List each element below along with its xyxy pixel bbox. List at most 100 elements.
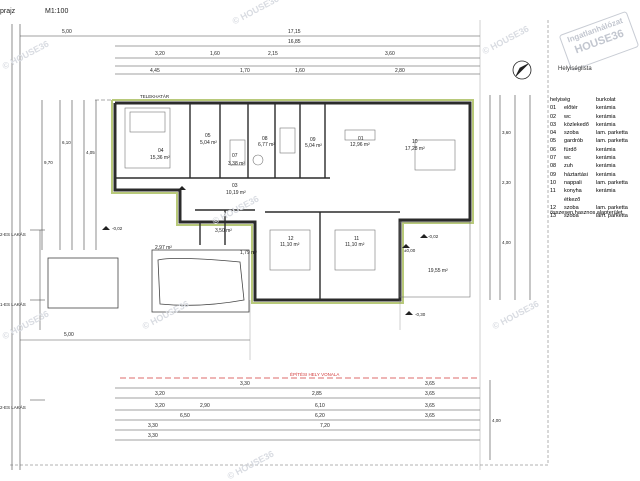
dim-bot-2b: 2,85 [312,391,322,397]
legend-row-name: háztartási [564,171,588,178]
level-mark-3: -0,30 [415,312,426,317]
terrace-area: 19,55 m² [428,268,448,274]
dim-top-4b: 1,70 [240,68,250,74]
page-border [10,20,549,466]
dim-bot-5b: 7,20 [320,423,330,429]
dim-bot-1b: 3,65 [425,381,435,387]
legend-row-name: szoba [564,130,579,137]
level-mark-4: -0,02 [112,226,123,231]
dim-top-3d: 3,60 [385,51,395,57]
legend-row-floor: lam. parketta [596,179,628,186]
level-mark-2: -0,02 [428,234,439,239]
furniture [124,107,456,271]
level-mark-1: ±0,00 [404,248,416,253]
parking-label-2: 1-ES LAKÁS [0,302,26,307]
dim-top-4d: 2,80 [395,68,405,74]
room-03-no: 03 [232,183,238,189]
drawing-scale: M1:100 [45,8,69,15]
dim-bot-3b: 2,90 [200,403,210,409]
legend-row-number: 07 [550,155,557,162]
legend-summary: összesen hasznos alapterület [550,210,623,216]
legend-row-name: wc [564,113,571,120]
room-07-no: 07 [232,153,238,159]
legend-row-floor: kerámia [596,105,616,112]
level-markers [102,186,428,315]
building-line-label: ÉPÍTÉSI HELY VONALA [290,372,340,377]
dim-bot-4b: 6,20 [315,413,325,419]
room-07-area: 3,38 m² [228,161,245,167]
dim-bot-4c: 3,65 [425,413,435,419]
dim-bot-3a: 3,20 [155,403,165,409]
north-arrow [512,60,532,80]
room-05-area: 5,04 m² [200,140,217,146]
room-09-no: 09 [310,137,316,143]
legend-row-name: zuh [564,163,573,170]
dim-top-3c: 2,15 [268,51,278,57]
legend-header: helyiség burkolat [550,96,638,104]
legend-row-number: 06 [550,146,557,153]
legend-row-name: szoba [564,204,579,211]
dim-left-2: 6,10 [62,140,71,145]
room-11-no: 11 [354,236,360,242]
legend-row-number: 01 [550,105,557,112]
parking-label-3: 2-ES LAKÁS [0,405,26,410]
legend-title: Helyiséglista [558,66,592,72]
legend-row-number: 10 [550,179,557,186]
terrace [399,221,471,298]
room-04-area: 15,36 m² [150,155,170,161]
dim-bot-4a: 6,50 [180,413,190,419]
room-12-no: 12 [288,236,294,242]
legend-row-floor: lam. parketta [596,138,628,145]
dim-bot-3d: 3,65 [425,403,435,409]
dim-bot-6a: 3,30 [148,433,158,439]
legend-row-floor: kerámia [596,146,616,153]
legend-row-floor: kerámia [596,171,616,178]
dim-bot-5a: 3,30 [148,423,158,429]
legend-row-name: közlekedő [564,121,589,128]
legend-row-floor: kerámia [596,163,616,170]
dim-bot-2c: 3,65 [425,391,435,397]
legend-row-number: 02 [550,113,557,120]
dim-bot-3c: 6,10 [315,403,325,409]
room-12-area: 11,10 m² [280,242,300,248]
legend-row: 13 szoba lam. parketta [550,212,638,220]
room-03b-area: 1,79 m² [240,250,257,256]
room-02b-area: 3,50 m² [215,228,232,234]
room-02a-area: 2,97 m² [155,245,172,251]
dim-right-4: 4,00 [492,418,501,423]
dim-top-2: 16,85 [288,39,301,45]
legend-row-floor: lam. parketta [596,213,628,220]
legend-row-number: 13 [550,213,557,220]
dim-top-4c: 1,60 [295,68,305,74]
legend-row-name: fürdő [564,146,577,153]
dim-left-3: 4,05 [86,150,95,155]
room-05-no: 05 [205,133,211,139]
legend-row-name: gardrób [564,138,583,145]
dim-top-3a: 3,20 [155,51,165,57]
legend-row-name: szoba [564,213,579,220]
dim-bot-1: 3,30 [240,381,250,387]
room-08-no: 08 [262,136,268,142]
drawing-title: prajz [0,8,16,15]
room-08-area: 6,77 m² [258,142,275,148]
legend-row-number: 03 [550,121,557,128]
dim-top-4a: 4,45 [150,68,160,74]
legend-col-room: helyiség [550,97,571,103]
grid-ticks [249,20,481,470]
car-outline [47,249,250,313]
top-dimension-lines [11,24,480,470]
legend-row: 06 fürdő kerámia [550,146,638,154]
dim-left-1: 9,70 [44,160,53,165]
room-01-no: 01 [358,136,364,142]
dim-top-1b: 17,15 [288,29,301,35]
